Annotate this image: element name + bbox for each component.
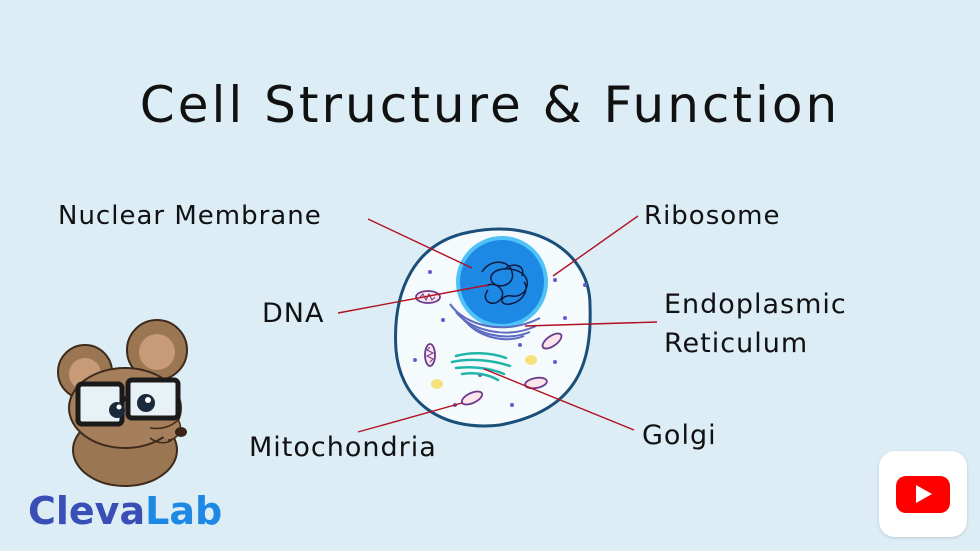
label-er-line1: Endoplasmic xyxy=(664,289,847,320)
golgi-apparatus xyxy=(450,352,512,382)
pointer-er xyxy=(524,321,658,327)
pointer-dna xyxy=(337,284,489,314)
youtube-button[interactable] xyxy=(879,451,967,537)
brand-part1: Cleva xyxy=(28,489,145,533)
page-title: Cell Structure & Function xyxy=(140,76,840,134)
label-golgi: Golgi xyxy=(642,420,717,451)
play-icon xyxy=(916,485,932,503)
label-mitochondria: Mitochondria xyxy=(249,432,437,463)
pointer-mitochondria xyxy=(357,402,463,433)
ribosome-dots xyxy=(413,238,587,407)
nucleus xyxy=(456,236,548,328)
pointer-nuclear-membrane xyxy=(367,218,473,269)
dna-strands xyxy=(481,261,529,305)
label-dna: DNA xyxy=(262,298,324,329)
label-er-line2: Reticulum xyxy=(664,328,808,359)
endoplasmic-reticulum xyxy=(449,303,541,341)
label-ribosome: Ribosome xyxy=(644,201,780,231)
brand-logo: ClevaLab xyxy=(28,489,222,533)
cell xyxy=(394,227,592,428)
pointer-golgi xyxy=(483,368,635,431)
vesicle xyxy=(525,355,537,365)
label-nuclear-membrane: Nuclear Membrane xyxy=(58,201,322,231)
mitochondria-group xyxy=(415,290,563,406)
mouse-with-glasses-icon xyxy=(57,319,188,487)
brand-part2: Lab xyxy=(145,489,222,533)
pointer-lines xyxy=(337,215,658,433)
vesicle xyxy=(431,379,443,389)
pointer-ribosome xyxy=(552,215,639,277)
